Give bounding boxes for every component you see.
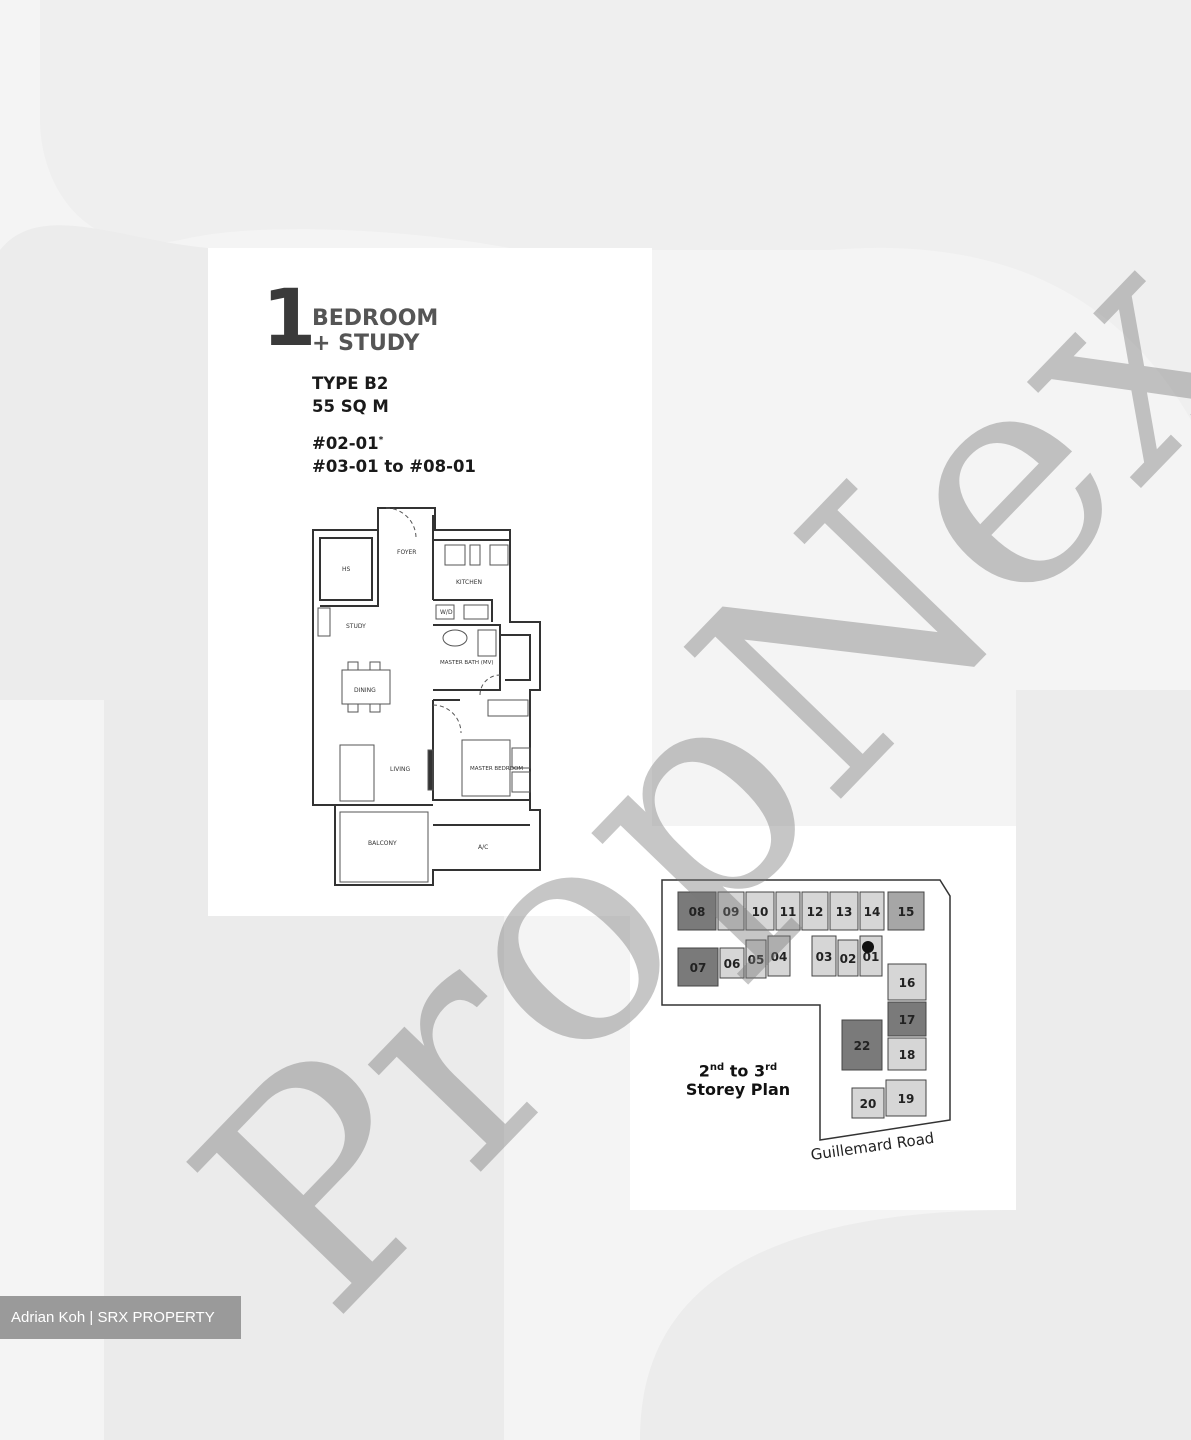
storey-plan-text: Storey Plan xyxy=(685,1080,791,1100)
unit-block-05 xyxy=(745,939,767,979)
floor-plan-drawing: FOYER KITCHEN HS STUDY W/D DINING MASTER… xyxy=(312,507,541,886)
unit-block-15 xyxy=(887,891,925,931)
selected-unit-marker xyxy=(862,941,874,953)
unit-block-17 xyxy=(887,1001,927,1037)
unit-label-08: 08 xyxy=(689,905,706,919)
unit-number-first: #02-01 xyxy=(312,434,379,453)
unit-block-08 xyxy=(677,891,717,931)
unit-number-line-2: #03-01 to #08-01 xyxy=(312,457,476,476)
room-living: LIVING xyxy=(390,766,410,773)
unit-label-17: 17 xyxy=(899,1013,916,1027)
unit-block-11 xyxy=(775,891,801,931)
storey-range: 2nd to 3rd xyxy=(698,1061,778,1081)
unit-block-02 xyxy=(837,939,859,977)
unit-label-02: 02 xyxy=(840,952,857,966)
unit-block-12 xyxy=(801,891,829,931)
unit-label-04: 04 xyxy=(771,950,788,964)
unit-block-19 xyxy=(885,1079,927,1117)
unit-label-01: 01 xyxy=(863,950,880,964)
room-foyer: FOYER xyxy=(397,549,416,556)
room-hs: HS xyxy=(342,566,351,573)
bedroom-number: 1 xyxy=(262,274,316,364)
unit-number-line-1: #02-01* xyxy=(312,434,384,453)
unit-block-03 xyxy=(811,935,837,977)
unit-number-mark: * xyxy=(378,435,384,446)
unit-label-09: 09 xyxy=(723,905,740,919)
unit-block-06 xyxy=(719,947,745,979)
unit-type: TYPE B2 xyxy=(312,374,389,393)
unit-label-14: 14 xyxy=(864,905,881,919)
room-master-bath: MASTER BATH (MV) xyxy=(440,660,494,666)
unit-label-10: 10 xyxy=(752,905,769,919)
unit-block-18 xyxy=(887,1037,927,1071)
unit-label-18: 18 xyxy=(899,1048,916,1062)
unit-label-03: 03 xyxy=(816,950,833,964)
room-balcony: BALCONY xyxy=(368,840,397,847)
category-line-1: BEDROOM xyxy=(312,306,439,331)
unit-block-22 xyxy=(841,1019,883,1071)
unit-block-09 xyxy=(717,891,745,931)
room-wd: W/D xyxy=(440,609,453,616)
unit-block-07 xyxy=(677,947,719,987)
unit-label-12: 12 xyxy=(807,905,824,919)
unit-area: 55 SQ M xyxy=(312,397,389,416)
site-plan-card xyxy=(630,826,1016,1210)
unit-block-10 xyxy=(745,891,775,931)
unit-label-20: 20 xyxy=(860,1097,877,1111)
unit-block-13 xyxy=(829,891,859,931)
category-line-2: + STUDY xyxy=(312,331,420,356)
unit-label-16: 16 xyxy=(899,976,916,990)
unit-label-22: 22 xyxy=(854,1039,871,1053)
unit-label-05: 05 xyxy=(748,953,765,967)
site-plan-drawing: 08 09 10 11 12 13 14 15 07 06 05 04 03 02 01 16 17 18 22 20… xyxy=(661,879,951,1141)
unit-label-11: 11 xyxy=(780,905,797,919)
room-ac: A/C xyxy=(478,844,488,851)
storey-plan-label: 2nd to 3rd Storey Plan xyxy=(678,1058,798,1099)
unit-label-13: 13 xyxy=(836,905,853,919)
unit-label-19: 19 xyxy=(898,1092,915,1106)
room-master-bedroom: MASTER BEDROOM xyxy=(470,766,523,772)
unit-label-15: 15 xyxy=(898,905,915,919)
unit-block-16 xyxy=(887,963,927,1001)
unit-block-20 xyxy=(851,1087,885,1119)
room-study: STUDY xyxy=(346,623,366,630)
unit-block-14 xyxy=(859,891,885,931)
unit-label-06: 06 xyxy=(724,957,741,971)
unit-block-04 xyxy=(767,935,791,977)
photo-credit: Adrian Koh | SRX PROPERTY xyxy=(0,1296,241,1339)
room-kitchen: KITCHEN xyxy=(456,579,482,586)
room-dining: DINING xyxy=(354,687,376,694)
unit-label-07: 07 xyxy=(690,961,707,975)
